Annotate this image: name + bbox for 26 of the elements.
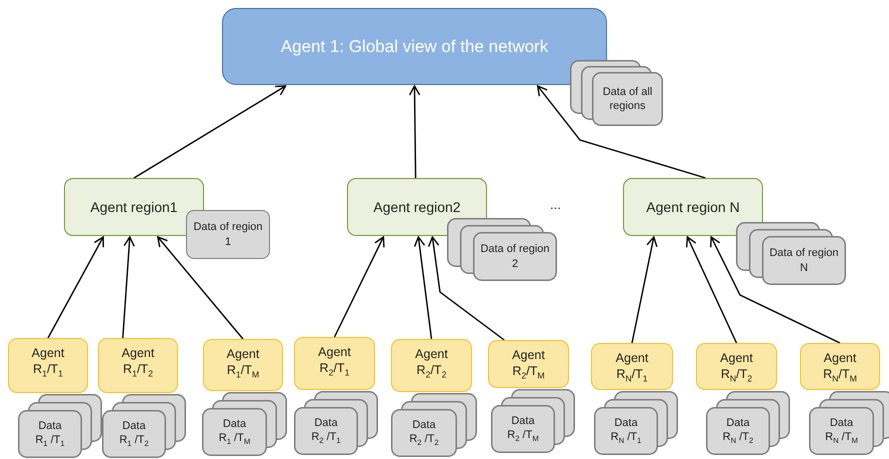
arrow <box>47 236 104 338</box>
local-agent-box: Agent R$_{1}$/T$_{1}$ <box>8 338 88 393</box>
data-card: Data of region 1 <box>186 210 270 259</box>
local-agent-box: Agent R$_{2}$/T$_{M}$ <box>488 340 569 388</box>
local-agent-box: Agent R$_{N}$/T$_{2}$ <box>696 343 777 390</box>
arrow <box>710 236 840 344</box>
arrow <box>408 85 420 178</box>
arrow <box>334 236 385 338</box>
region-agent-box: Agent region N <box>623 178 763 236</box>
arrow <box>537 85 706 179</box>
arrow <box>122 236 135 338</box>
arrow <box>686 236 738 344</box>
arrow <box>134 85 286 179</box>
region-agent-box: Agent region2 <box>347 178 487 236</box>
local-agent-box: Agent R$_{2}$/T$_{1}$ <box>294 337 375 390</box>
local-agent-box: Agent R$_{N}$/T$_{1}$ <box>591 343 673 390</box>
local-agent-box: Agent R$_{N}$/T$_{M}$ <box>800 343 880 390</box>
local-agent-box: Agent R$_{2}$/T$_{2}$ <box>391 339 472 392</box>
arrow <box>157 236 244 340</box>
arrow <box>414 236 432 340</box>
arrow <box>428 236 505 341</box>
local-agent-box: Agent R$_{1}$/T$_{M}$ <box>203 339 283 391</box>
global-agent-box: Agent 1: Global view of the network <box>222 8 607 85</box>
local-agent-box: Agent R$_{1}$/T$_{2}$ <box>98 338 178 393</box>
ellipsis-label: ... <box>550 197 561 212</box>
arrow <box>631 236 658 344</box>
